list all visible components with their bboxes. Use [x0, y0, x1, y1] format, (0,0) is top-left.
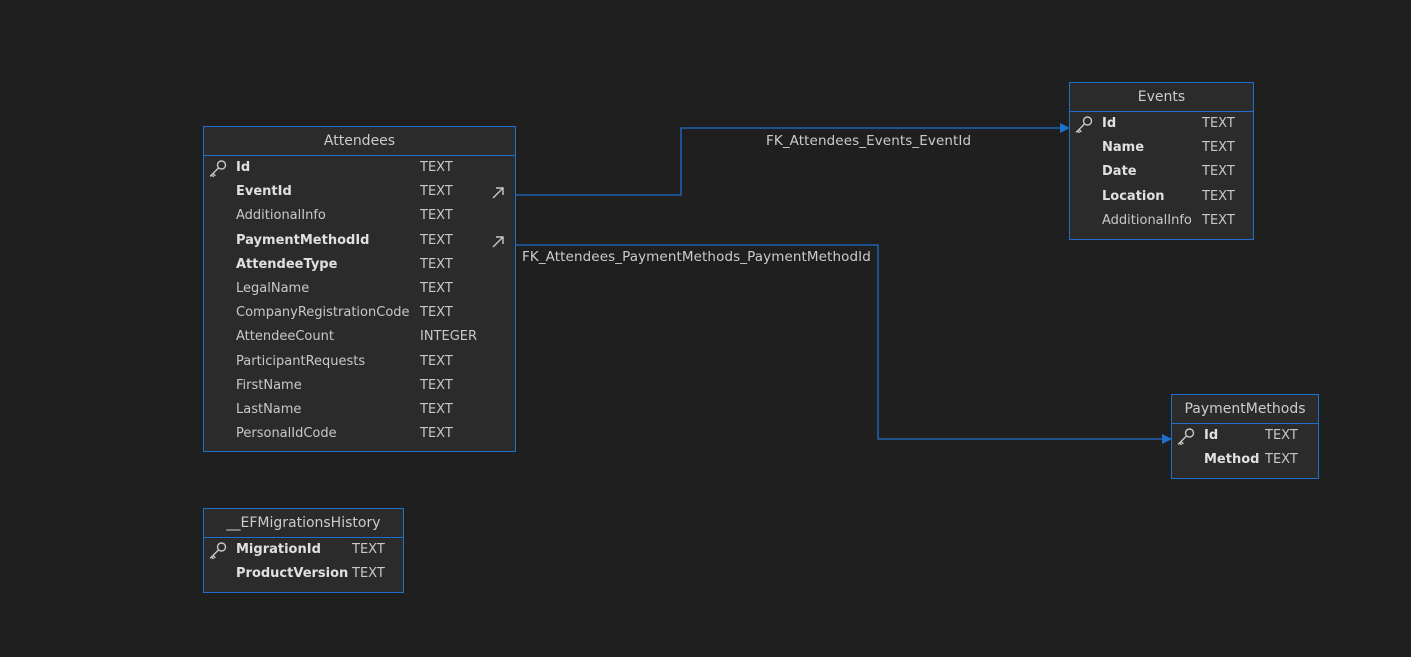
column-name: ProductVersion	[236, 566, 349, 582]
column-type: TEXT	[1202, 188, 1235, 204]
column-row[interactable]: AdditionalInfo TEXT	[204, 204, 515, 228]
column-type: TEXT	[352, 542, 385, 557]
key-icon	[1074, 115, 1094, 134]
column-name: LastName	[236, 401, 302, 417]
table-title[interactable]: Attendees	[204, 127, 515, 156]
column-name: Location	[1102, 188, 1165, 204]
column-row[interactable]: AttendeeCount INTEGER	[204, 325, 515, 349]
column-row[interactable]: Id TEXT	[204, 156, 515, 180]
column-type: TEXT	[420, 232, 453, 248]
column-row[interactable]: PaymentMethodId TEXT	[204, 229, 515, 253]
column-row[interactable]: Method TEXT	[1172, 448, 1318, 472]
column-row[interactable]: ParticipantRequests TEXT	[204, 350, 515, 374]
relation-line-paymentmethods[interactable]	[516, 244, 1172, 444]
column-name: AdditionalInfo	[1102, 212, 1192, 228]
column-type: TEXT	[1202, 140, 1235, 156]
column-name: Date	[1102, 164, 1137, 180]
column-row[interactable]: LastName TEXT	[204, 398, 515, 422]
column-name: Name	[1102, 140, 1145, 156]
column-type: TEXT	[420, 184, 453, 200]
column-row[interactable]: CompanyRegistrationCode TEXT	[204, 301, 515, 325]
column-name: CompanyRegistrationCode	[236, 305, 410, 321]
column-row[interactable]: FirstName TEXT	[204, 374, 515, 398]
column-name: EventId	[236, 184, 292, 200]
column-row[interactable]: Name TEXT	[1070, 136, 1253, 160]
arrow-up-right-icon[interactable]	[491, 185, 505, 199]
table-title[interactable]: __EFMigrationsHistory	[204, 509, 403, 538]
column-name: PaymentMethodId	[236, 232, 370, 248]
column-type: TEXT	[420, 208, 453, 224]
column-name: LegalName	[236, 280, 310, 296]
column-type: TEXT	[352, 566, 385, 582]
column-row[interactable]: LegalName TEXT	[204, 277, 515, 301]
column-row[interactable]: PersonalIdCode TEXT	[204, 422, 515, 446]
column-type: TEXT	[420, 353, 453, 369]
arrow-up-right-icon[interactable]	[491, 234, 505, 248]
column-row[interactable]: Id TEXT	[1070, 112, 1253, 136]
column-name: FirstName	[236, 377, 302, 393]
key-icon	[208, 159, 228, 178]
column-name: MigrationId	[236, 542, 321, 557]
column-name: Id	[1102, 116, 1117, 131]
column-name: Id	[1204, 428, 1219, 443]
column-type: TEXT	[1202, 212, 1235, 228]
column-type: TEXT	[420, 280, 453, 296]
column-row[interactable]: EventId TEXT	[204, 180, 515, 204]
column-type: TEXT	[420, 305, 453, 321]
column-row[interactable]: Id TEXT	[1172, 424, 1318, 448]
key-icon	[1176, 427, 1196, 446]
relation-label-events[interactable]: FK_Attendees_Events_EventId	[766, 133, 972, 149]
column-type: TEXT	[420, 426, 453, 442]
column-type: TEXT	[420, 401, 453, 417]
relation-label-paymentmethods[interactable]: FK_Attendees_PaymentMethods_PaymentMetho…	[522, 249, 871, 265]
column-name: Method	[1204, 452, 1260, 468]
column-name: PersonalIdCode	[236, 426, 337, 442]
column-type: INTEGER	[420, 329, 478, 345]
column-type: TEXT	[420, 256, 453, 272]
column-row[interactable]: AttendeeType TEXT	[204, 253, 515, 277]
column-name: Id	[236, 160, 251, 175]
column-name: AttendeeType	[236, 256, 338, 272]
table-title[interactable]: Events	[1070, 83, 1253, 112]
column-type: TEXT	[1265, 428, 1298, 443]
column-name: AttendeeCount	[236, 329, 334, 345]
column-row[interactable]: Location TEXT	[1070, 185, 1253, 209]
column-name: ParticipantRequests	[236, 353, 366, 369]
column-type: TEXT	[420, 377, 453, 393]
table-title[interactable]: PaymentMethods	[1172, 395, 1318, 424]
column-name: AdditionalInfo	[236, 208, 326, 224]
column-row[interactable]: MigrationId TEXT	[204, 538, 403, 562]
column-type: TEXT	[1202, 164, 1235, 180]
key-icon	[208, 541, 228, 560]
column-type: TEXT	[420, 160, 453, 175]
column-type: TEXT	[1265, 452, 1298, 468]
column-type: TEXT	[1202, 116, 1235, 131]
column-row[interactable]: Date TEXT	[1070, 160, 1253, 184]
column-row[interactable]: AdditionalInfo TEXT	[1070, 209, 1253, 233]
